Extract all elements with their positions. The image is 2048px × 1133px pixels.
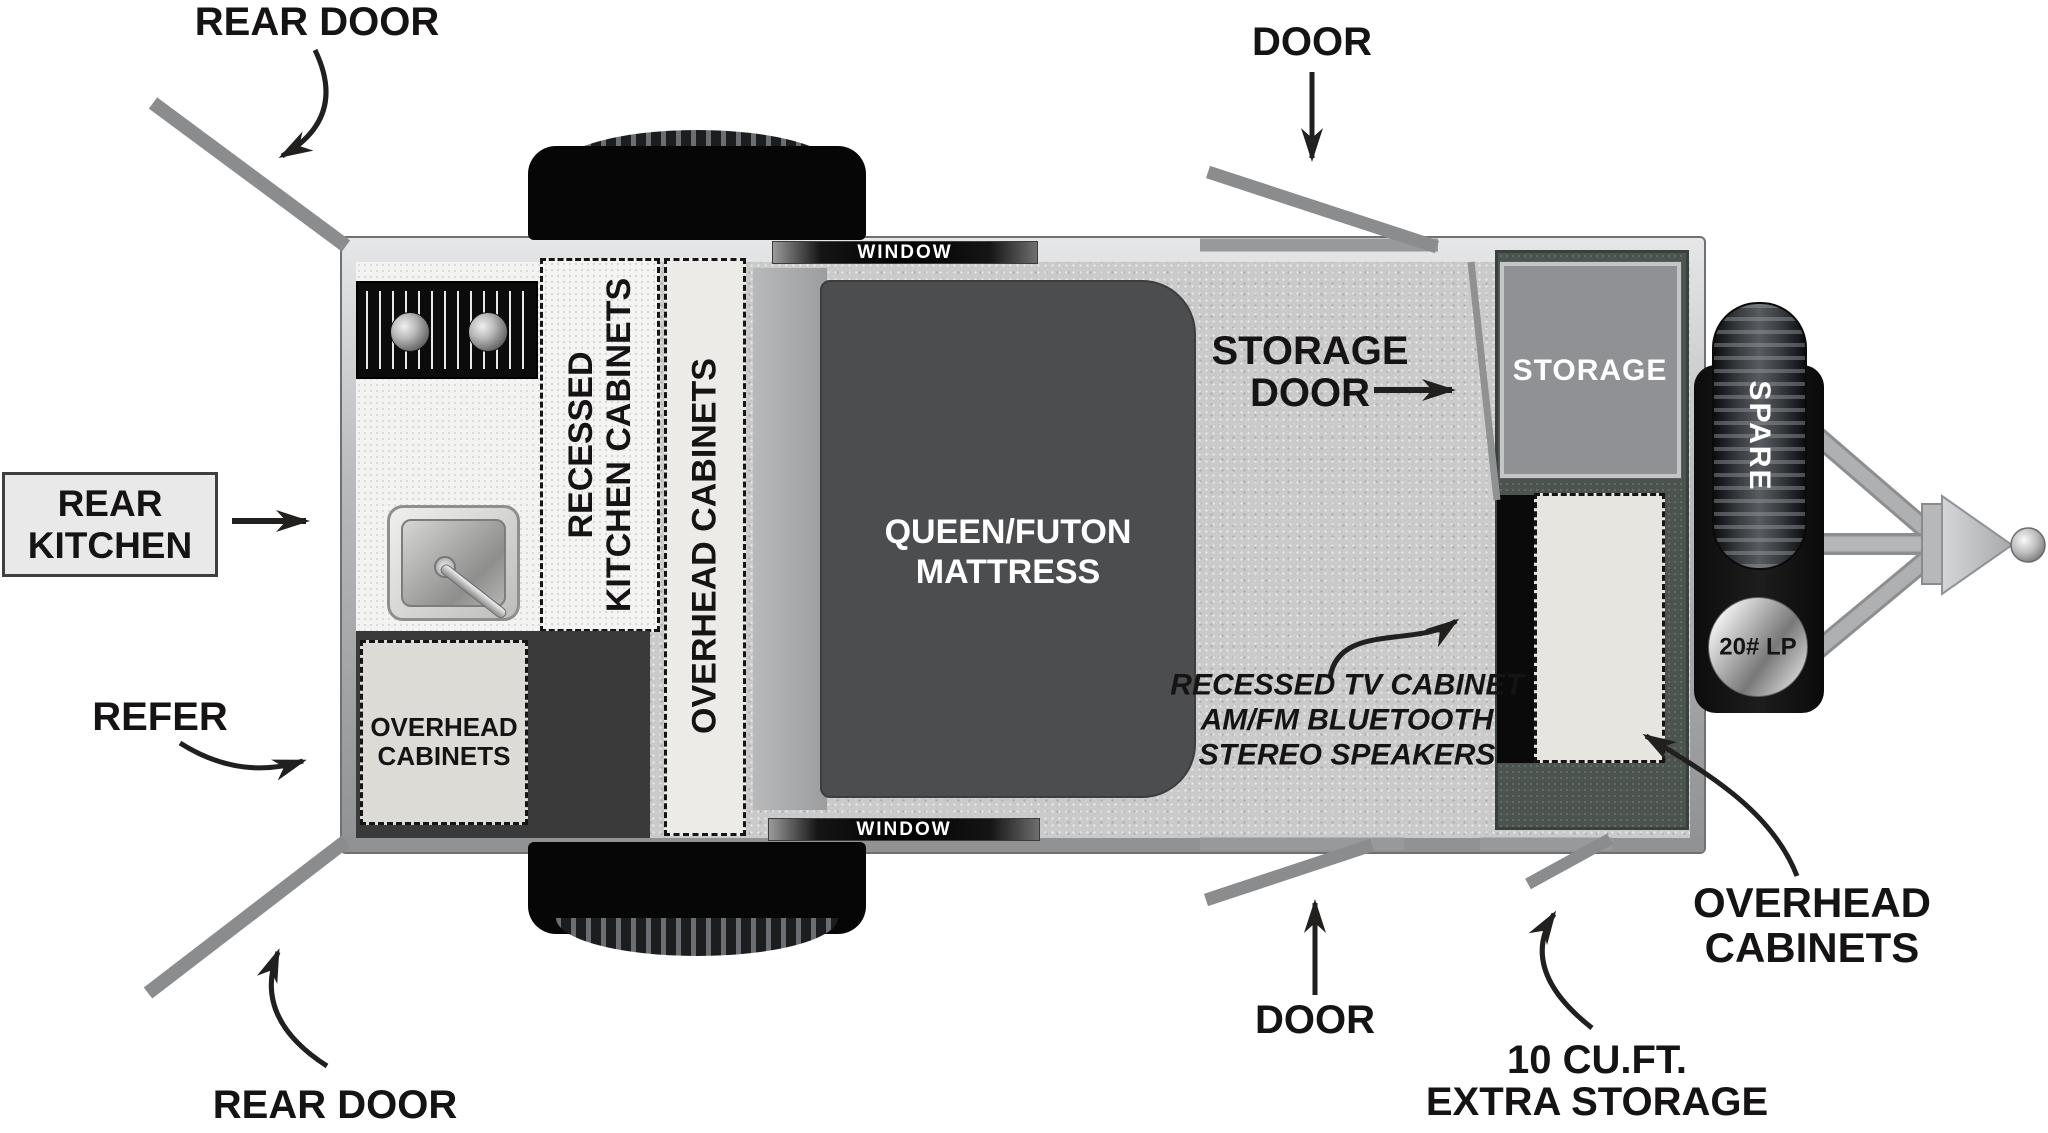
overhead-cabinets-strip xyxy=(664,258,746,836)
door-swing-bottom xyxy=(1203,838,1375,907)
hitch-beam-lower-edge xyxy=(1801,542,1945,666)
overhead-cabinets-box-right xyxy=(1534,493,1665,763)
wheel-bottom xyxy=(528,842,866,956)
recessed-kitchen-cabinets-label: RECESSED KITCHEN CABINETS xyxy=(562,277,638,613)
window-top: WINDOW xyxy=(772,241,1038,264)
overhead-cabinets-box-left xyxy=(360,640,528,825)
bed-platform xyxy=(753,268,827,810)
rear-kitchen-line1: REAR xyxy=(57,482,163,524)
hitch-coupler xyxy=(1941,494,2014,596)
callout-refer: REFER xyxy=(92,694,228,739)
callout-door-top: DOOR xyxy=(1252,19,1372,64)
hitch-beam-upper-edge xyxy=(1801,420,1945,548)
rear-kitchen-line2: KITCHEN xyxy=(27,524,193,566)
callout-rear-door-top: REAR DOOR xyxy=(194,0,440,44)
hitch-bracket xyxy=(1921,503,1943,585)
wheel-top-body xyxy=(528,146,866,240)
arrow-extra-storage xyxy=(1528,910,1594,1030)
rear-door-swing-top xyxy=(148,97,351,252)
queen-futon-mattress xyxy=(820,280,1196,798)
callout-rear-door-bottom: REAR DOOR xyxy=(212,1082,458,1127)
wheel-bottom-tread xyxy=(556,918,838,956)
overhead-cabinets-box-left-label: OVERHEAD CABINETS xyxy=(370,712,518,771)
arrow-refer xyxy=(178,740,307,781)
spare-tire-label: SPARE xyxy=(1743,380,1776,492)
kitchen-sink xyxy=(387,505,520,621)
callout-extra-storage: 10 CU.FT. EXTRA STORAGE xyxy=(1425,1038,1769,1124)
hitch-ball xyxy=(2010,527,2046,563)
callout-door-bottom: DOOR xyxy=(1255,997,1375,1042)
mattress-label: QUEEN/FUTON MATTRESS xyxy=(884,513,1132,591)
callout-tv-cabinet: RECESSED TV CABINET AM/FM BLUETOOTH STER… xyxy=(1170,668,1524,772)
window-bottom: WINDOW xyxy=(768,818,1040,841)
stove-burner-right xyxy=(468,312,508,352)
stove-cooktop xyxy=(356,281,538,379)
storage-box xyxy=(1499,261,1682,479)
arrow-rear-door-bottom xyxy=(256,948,329,1069)
rear-door-swing-bottom xyxy=(143,835,351,999)
spare-tire xyxy=(1712,302,1807,570)
arrow-rear-door-top xyxy=(278,48,329,159)
storage-box-label: STORAGE xyxy=(1512,354,1668,388)
recessed-kitchen-cabinets-area xyxy=(540,258,660,632)
lp-tank-label: 20# LP xyxy=(1719,633,1797,661)
callout-overhead-cabinets-right: OVERHEAD CABINETS xyxy=(1692,879,1932,971)
hitch-beam-lower xyxy=(1803,544,1943,664)
lp-tank xyxy=(1708,597,1808,697)
hitch-beam-upper xyxy=(1803,422,1943,546)
door-swing-top xyxy=(1205,165,1440,254)
wheel-top xyxy=(528,130,866,240)
overhead-cabinets-strip-label: OVERHEAD CABINETS xyxy=(685,358,724,734)
stove-burner-left xyxy=(390,312,430,352)
callout-rear-kitchen: REAR KITCHEN xyxy=(2,472,218,577)
callout-storage-door: STORAGE DOOR xyxy=(1211,329,1409,415)
recessed-tv-cabinet xyxy=(1497,495,1534,763)
